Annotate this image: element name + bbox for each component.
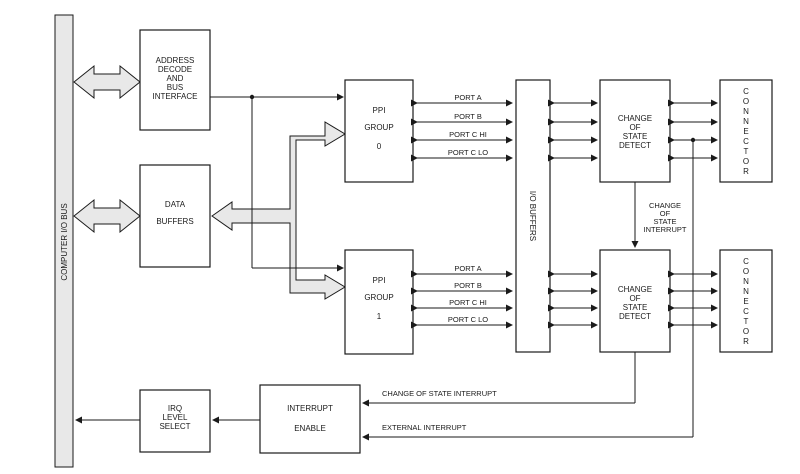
cos-interrupt-line: CHANGE OF STATE INTERRUPT bbox=[362, 352, 636, 407]
svg-text:GROUP: GROUP bbox=[364, 293, 393, 302]
port-c-lo-label-1: PORT C LO bbox=[448, 315, 488, 324]
cos-interrupt-link: CHANGE OF STATE INTERRUPT bbox=[631, 182, 687, 248]
svg-text:AND: AND bbox=[167, 74, 184, 83]
svg-text:DECODE: DECODE bbox=[158, 65, 192, 74]
port-c-hi-label-0: PORT C HI bbox=[449, 130, 487, 139]
detect-connector-lines bbox=[668, 99, 718, 329]
cos-detect-box-0: CHANGE OF STATE DETECT bbox=[599, 79, 671, 183]
svg-text:PPI: PPI bbox=[373, 276, 386, 285]
internal-data-bus-arrow bbox=[211, 121, 346, 300]
cos-detect-box-1: CHANGE OF STATE DETECT bbox=[599, 249, 671, 353]
data-bus-arrow bbox=[73, 198, 141, 234]
svg-text:CHANGE: CHANGE bbox=[618, 114, 652, 123]
svg-text:CHANGE: CHANGE bbox=[618, 285, 652, 294]
address-decode-box: ADDRESS DECODE AND BUS INTERFACE bbox=[139, 29, 211, 131]
svg-text:I/O BUFFERS: I/O BUFFERS bbox=[528, 191, 537, 241]
port-a-label-0: PORT A bbox=[454, 93, 481, 102]
external-interrupt-line: EXTERNAL INTERRUPT bbox=[362, 137, 696, 441]
svg-text:GROUP: GROUP bbox=[364, 123, 393, 132]
port-lines-group-1: PORT A PORT B PORT C HI PORT C LO bbox=[411, 264, 513, 329]
io-buffers-box: I/O BUFFERS bbox=[515, 79, 551, 353]
external-interrupt-label: EXTERNAL INTERRUPT bbox=[382, 423, 467, 432]
svg-text:OF: OF bbox=[660, 209, 671, 218]
bus-label: COMPUTER I/O BUS bbox=[60, 203, 69, 280]
port-a-label-1: PORT A bbox=[454, 264, 481, 273]
interrupt-enable-box: INTERRUPT ENABLE bbox=[259, 384, 361, 454]
buffer-detect-lines bbox=[548, 99, 598, 329]
ppi-group-1-box: PPI GROUP 1 bbox=[344, 249, 414, 355]
port-b-label-0: PORT B bbox=[454, 112, 482, 121]
svg-text:SELECT: SELECT bbox=[159, 422, 190, 431]
svg-text:INTERRUPT: INTERRUPT bbox=[644, 225, 687, 234]
svg-text:BUS: BUS bbox=[167, 83, 183, 92]
svg-text:INTERFACE: INTERFACE bbox=[153, 92, 198, 101]
data-buffers-box: DATA BUFFERS bbox=[139, 164, 211, 268]
port-lines-group-0: PORT A PORT B PORT C HI PORT C LO bbox=[411, 93, 513, 162]
computer-io-bus: COMPUTER I/O BUS bbox=[54, 14, 74, 468]
irq-level-select-box: IRQ LEVEL SELECT bbox=[139, 389, 211, 453]
cos-interrupt-line-label: CHANGE OF STATE INTERRUPT bbox=[382, 389, 497, 398]
svg-text:IRQ: IRQ bbox=[168, 404, 182, 413]
address-control-lines bbox=[210, 93, 344, 272]
port-c-lo-label-0: PORT C LO bbox=[448, 148, 488, 157]
svg-text:INTERRUPT: INTERRUPT bbox=[287, 404, 333, 413]
svg-text:0: 0 bbox=[377, 142, 382, 151]
ppi-group-0-box: PPI GROUP 0 bbox=[344, 79, 414, 183]
svg-text:OF: OF bbox=[629, 123, 640, 132]
svg-text:LEVEL: LEVEL bbox=[163, 413, 188, 422]
svg-text:STATE: STATE bbox=[653, 217, 676, 226]
svg-text:CHANGE: CHANGE bbox=[649, 201, 681, 210]
port-b-label-1: PORT B bbox=[454, 281, 482, 290]
svg-text:ADDRESS: ADDRESS bbox=[156, 56, 195, 65]
svg-text:STATE: STATE bbox=[623, 132, 648, 141]
svg-text:DETECT: DETECT bbox=[619, 141, 651, 150]
address-bus-arrow bbox=[73, 64, 141, 100]
svg-text:PPI: PPI bbox=[373, 106, 386, 115]
svg-text:OF: OF bbox=[629, 294, 640, 303]
svg-text:DETECT: DETECT bbox=[619, 312, 651, 321]
svg-text:1: 1 bbox=[377, 312, 382, 321]
svg-text:STATE: STATE bbox=[623, 303, 648, 312]
svg-text:ENABLE: ENABLE bbox=[294, 424, 326, 433]
port-c-hi-label-1: PORT C HI bbox=[449, 298, 487, 307]
svg-text:BUFFERS: BUFFERS bbox=[156, 217, 193, 226]
svg-text:DATA: DATA bbox=[165, 200, 186, 209]
